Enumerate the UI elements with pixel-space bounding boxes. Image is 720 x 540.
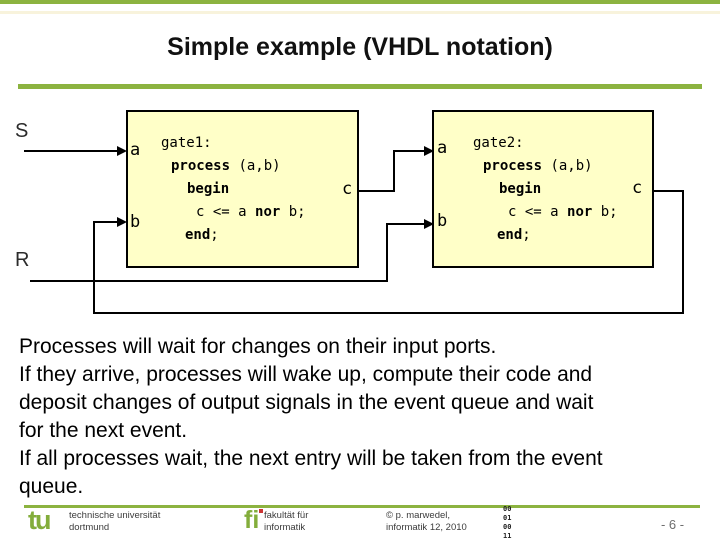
faculty-name: fakultät für informatik [264, 510, 308, 533]
gate1-port-b-label: b [130, 212, 141, 232]
copyright-line1: © p. marwedel, [386, 510, 451, 521]
university-name-line2: dortmund [69, 521, 110, 533]
faculty-informatik-logo: fi [244, 506, 264, 534]
title-divider [18, 84, 702, 89]
gate1-output-c-label: c [342, 179, 353, 199]
top-cream-stripe [0, 11, 720, 14]
binary-row: 11 [503, 532, 512, 540]
university-name: technische universität dortmund [69, 510, 160, 533]
code-line: process (a,b) [171, 158, 281, 174]
copyright-line2: informatik 12, 2010 [386, 521, 467, 533]
fi-logo-red-dot-icon [259, 509, 264, 513]
code-line: begin [499, 181, 542, 197]
fi-logo-text: fi [244, 506, 260, 534]
faculty-name-line1: fakultät für [264, 510, 309, 521]
signal-s-label: S [15, 120, 29, 142]
footer-divider [24, 505, 700, 508]
binary-row: 00 [503, 505, 512, 513]
top-accent-bar [0, 0, 720, 4]
body-line: for the next event. [19, 419, 188, 442]
code-line: process (a,b) [483, 158, 593, 174]
body-line: deposit changes of output signals in the… [19, 391, 594, 414]
code-line: gate1: [161, 135, 212, 151]
body-line: queue. [19, 475, 84, 498]
gate2-output-c-label: c [632, 178, 643, 198]
copyright-credit: © p. marwedel, informatik 12, 2010 [386, 510, 467, 533]
body-line: If all processes wait, the next entry wi… [19, 447, 603, 470]
gate2-port-a-label: a [437, 138, 448, 158]
tu-dortmund-logo: tu [28, 505, 52, 535]
body-text: Processes will wait for changes on their… [19, 333, 709, 501]
body-line: Processes will wait for changes on their… [19, 335, 497, 358]
page-title: Simple example (VHDL notation) [167, 33, 553, 61]
code-line: gate2: [473, 135, 524, 151]
gate1-process-box: gate1: process (a,b) begin c <= a nor b; end… [126, 110, 359, 268]
page-number: - 6 - [660, 517, 685, 532]
gate1-port-a-label: a [130, 140, 141, 160]
code-line: end; [497, 227, 531, 243]
gate1-code: gate1: process (a,b) begin c <= a nor b; end… [161, 132, 306, 247]
code-line: end; [185, 227, 219, 243]
code-line: c <= a nor b; [508, 204, 618, 220]
binary-row: 01 [503, 514, 512, 522]
binary-row: 00 [503, 523, 512, 531]
code-line: begin [187, 181, 230, 197]
code-line: c <= a nor b; [196, 204, 306, 220]
university-name-line1: technische universität [69, 510, 161, 521]
gate2-port-b-label: b [437, 211, 448, 231]
faculty-name-line2: informatik [264, 521, 306, 533]
gate2-process-box: gate2: process (a,b) begin c <= a nor b; end… [432, 110, 654, 268]
body-line: If they arrive, processes will wake up, … [19, 363, 593, 386]
signal-r-label: R [15, 249, 30, 271]
gate2-code: gate2: process (a,b) begin c <= a nor b; end… [473, 132, 618, 247]
